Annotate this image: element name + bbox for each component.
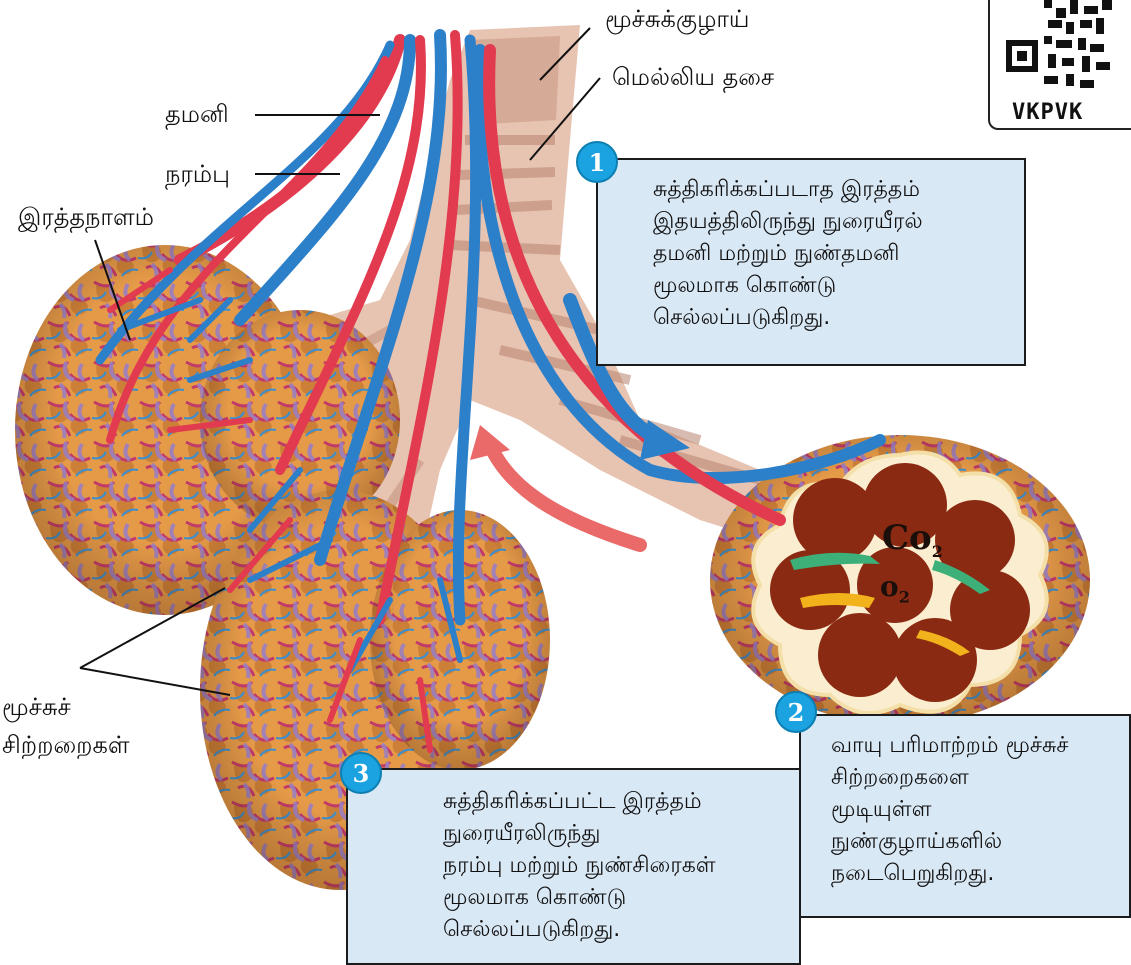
step-1-line: சுத்திகரிக்கப்படாத இரத்தம் <box>653 174 1014 206</box>
step-1-line: மூலமாக கொண்டு <box>653 270 1014 302</box>
step-2-badge: 2 <box>775 691 817 733</box>
step-2-line: நுண்குழாய்களில் <box>831 826 1121 858</box>
step-3-line: நரம்பு மற்றும் நுண்சிரைகள் <box>443 850 789 882</box>
label-vein: நரம்பு <box>165 160 230 188</box>
step-2-box: வாயு பரிமாற்றம் மூச்சுச் சிற்றறைகளை மூடி… <box>799 714 1131 918</box>
step-2-line: நடைபெறுகிறது. <box>831 858 1121 890</box>
qr-code-text: VKPVK <box>1012 100 1083 125</box>
step-2-line: மூடியுள்ள <box>831 794 1121 826</box>
step-3-line: மூலமாக கொண்டு <box>443 882 789 914</box>
step-3-line: செல்லப்படுகிறது. <box>443 914 789 946</box>
qr-code[interactable]: VKPVK <box>988 0 1131 130</box>
label-trachea: மூச்சுக்குழாய் <box>605 5 750 33</box>
label-artery: தமனி <box>165 100 229 128</box>
label-alveoli-line1: மூச்சுச் <box>2 693 71 721</box>
label-blood-vessel: இரத்தநாளம் <box>18 203 154 231</box>
qr-code-icon <box>1004 0 1119 98</box>
step-3-badge: 3 <box>340 752 382 794</box>
step-2-line: வாயு பரிமாற்றம் மூச்சுச் <box>831 730 1121 762</box>
red-arrow-head <box>470 425 510 460</box>
step-1-box: சுத்திகரிக்கப்படாத இரத்தம் இதயத்திலிருந்… <box>596 158 1026 366</box>
label-smooth-muscle: மெல்லிய தசை <box>612 63 774 91</box>
step-1-line: இதயத்திலிருந்து நுரையீரல் <box>653 206 1014 238</box>
label-alveoli-line2: சிற்றறைகள் <box>2 731 130 759</box>
step-1-line: செல்லப்படுகிறது. <box>653 302 1014 334</box>
co2-label: Co2 <box>882 518 943 561</box>
step-1-line: தமனி மற்றும் நுண்தமனி <box>653 238 1014 270</box>
step-3-line: நுரையீரலிருந்து <box>443 818 789 850</box>
step-3-line: சுத்திகரிக்கப்பட்ட இரத்தம் <box>443 786 789 818</box>
step-2-line: சிற்றறைகளை <box>831 762 1121 794</box>
step-1-badge: 1 <box>576 141 618 183</box>
o2-label: o2 <box>880 570 910 607</box>
step-3-box: சுத்திகரிக்கப்பட்ட இரத்தம் நுரையீரலிருந்… <box>346 768 801 965</box>
